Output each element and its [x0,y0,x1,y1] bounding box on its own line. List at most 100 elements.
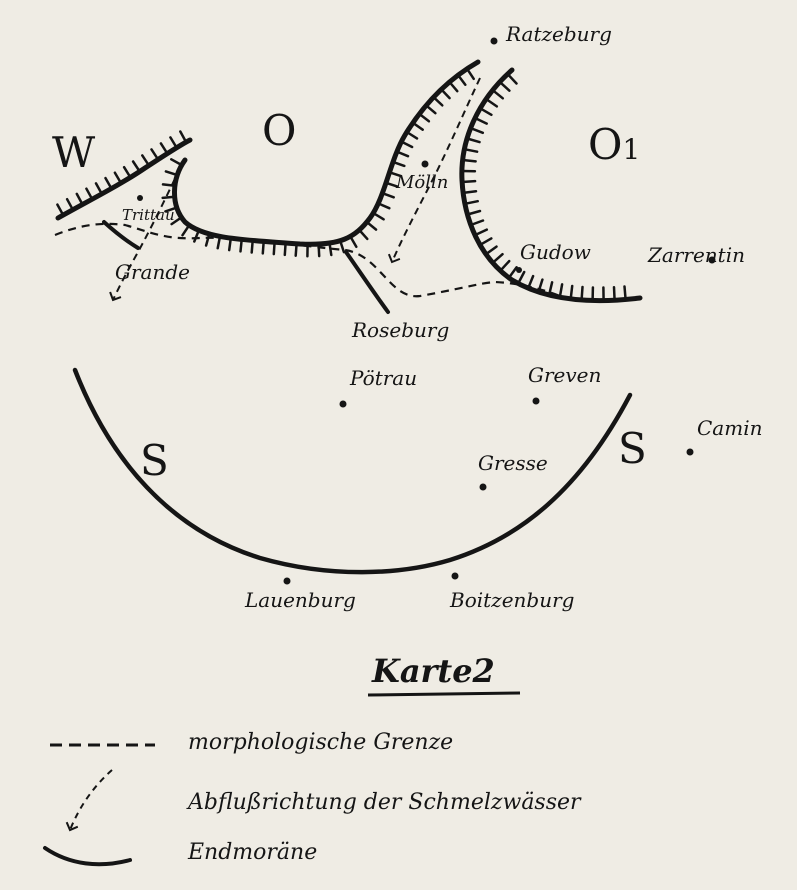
hachure-tick [558,283,564,299]
hachure-tick [400,140,414,149]
hachure-tick [405,130,419,140]
town-dot-trittau [137,195,143,201]
hachure-tick [358,228,369,241]
map-title: Karte2 [372,652,495,690]
town-dot-lauenburg [283,577,291,585]
hachure-tick [612,285,616,302]
region-label-w: W [52,128,96,177]
meltwater-arrow-west [109,167,181,302]
hachure-tick [181,223,191,237]
ridge-hachures [56,67,627,302]
town-dot-zarrentin [708,256,716,264]
hachure-tick [131,160,141,173]
hachure-tick [204,232,211,247]
hachure-tick [377,202,391,210]
town-dot-camin [686,448,694,456]
hachure-tick [170,158,184,167]
hachure-tick [164,206,179,213]
hachure-tick [469,126,485,135]
label-gudow: Gudow [520,240,591,264]
town-dot-boitzenburg [451,572,459,580]
hachure-tick [478,107,493,117]
label-trittau: Trittau [122,206,175,224]
legend-label-meltwater-direction: Abflußrichtung der Schmelzwässer [188,790,581,815]
hachure-tick [491,88,505,100]
label-camin: Camin [697,416,763,440]
hachure-tick [161,183,177,188]
hachure-tick [461,158,477,163]
hachure-tick [159,142,169,155]
hachure-tick [491,252,504,265]
legend-arrow-symbol [65,769,113,832]
hachure-tick [56,203,65,217]
label-poetrau: Pötrau [350,366,418,390]
label-greven: Greven [528,363,602,387]
hachure-tick [227,236,233,252]
label-zarrentin: Zarrentin [648,243,745,267]
hachure-tick [460,179,477,184]
label-roseburg: Roseburg [352,318,450,342]
hachure-tick [239,238,243,253]
hachure-tick [569,284,574,301]
hachure-tick [484,245,498,256]
hachure-tick [381,191,395,199]
hachure-tick [169,136,178,149]
hachure-tick [432,95,444,107]
town-dot-gudow [516,267,522,273]
legend-label-end-moraine: Endmoräne [188,840,318,865]
region-label-o1-subscript: 1 [622,133,641,166]
label-moelln: Mölln [396,172,449,193]
hachure-tick [150,148,160,161]
town-dot-moelln [421,160,429,168]
hachure-tick [164,170,179,177]
hachure-tick [283,241,287,257]
hachure-tick [193,229,201,243]
hachure-tick [478,237,493,247]
hachure-tick [391,160,406,168]
hachure-tick [465,137,481,144]
hachure-tick [461,189,478,195]
hachure-tick [465,67,475,81]
hachure-tick [272,240,276,256]
hachure-tick [179,130,188,144]
region-label-o1: O1 [588,124,640,166]
region-label-o1-letter: O [588,120,623,169]
hachure-tick [170,216,183,226]
legend-label-morph-boundary: morphologische Grenze [188,730,454,755]
hachure-tick [384,181,399,188]
hachure-tick [466,209,482,216]
hachure-tick [456,73,467,86]
label-lauenburg: Lauenburg [245,588,356,612]
hachure-tick [141,154,151,167]
hachure-tick [161,195,176,200]
moraine-ridge-central [172,59,481,247]
hachure-tick [547,281,554,297]
region-label-s-right: S [618,424,647,473]
hachure-tick [473,228,489,237]
label-ratzeburg: Ratzeburg [506,22,612,46]
hachure-tick [216,235,222,250]
hachure-tick [349,235,358,249]
town-dot-greven [532,397,540,405]
hachure-tick [250,239,254,254]
hachure-tick [122,165,132,179]
hachure-tick [411,121,424,131]
hachure-tick [75,192,84,206]
label-gresse: Gresse [478,451,548,475]
hachure-tick [424,104,437,115]
hachure-tick [506,72,518,85]
meltwater-arrow-central [387,77,481,264]
title-underline [367,691,521,697]
boundary-segment-trittau [102,220,140,250]
hachure-tick [328,241,333,257]
region-label-s-left: S [140,436,169,485]
hachure-tick [395,150,410,158]
hachure-tick [473,116,488,125]
hachure-tick [484,97,499,108]
hachure-tick [113,171,123,185]
legend-moraine-symbol [43,846,132,867]
hachure-tick [338,239,346,254]
hachure-tick [516,270,526,285]
region-label-o: O [262,106,297,155]
